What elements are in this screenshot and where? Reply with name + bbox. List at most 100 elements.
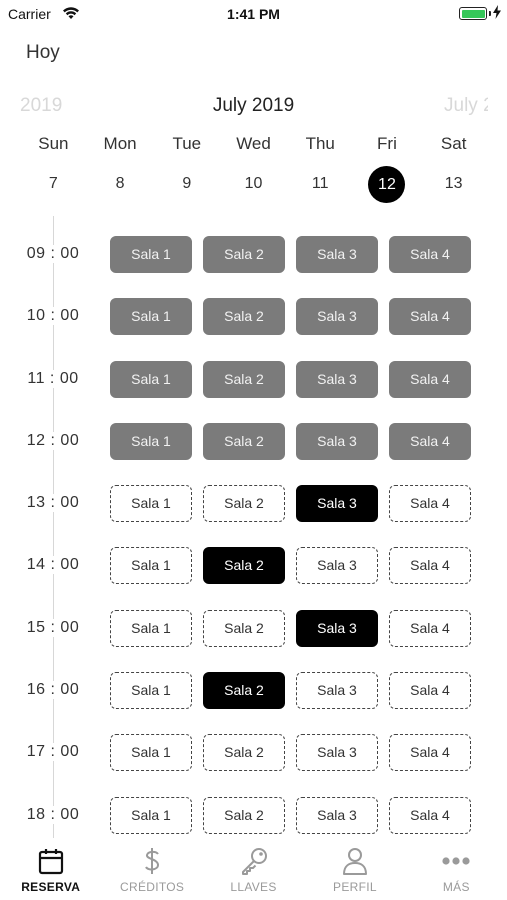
room-slot-available[interactable]: Sala 2 (203, 734, 285, 772)
charging-bolt-icon (493, 5, 501, 24)
time-slot-row: 18 : 00 Sala 1 Sala 2 Sala 3 Sala 4 (0, 796, 507, 859)
room-slot-available[interactable]: Sala 3 (296, 734, 378, 772)
carrier-label: Carrier (8, 6, 51, 22)
tab-label: LLAVES (230, 880, 277, 894)
tab-llaves[interactable]: LLAVES (203, 838, 304, 900)
room-slot-unavailable: Sala 4 (389, 236, 471, 273)
time-slot-row: 13 : 00 Sala 1 Sala 2 Sala 3 Sala 4 (0, 485, 507, 547)
month-selector: 2019 July 2019 July 2 (0, 95, 507, 119)
room-slot-available[interactable]: Sala 4 (389, 547, 471, 585)
time-label: 13 : 00 (20, 494, 86, 513)
room-slot-unavailable: Sala 1 (110, 298, 192, 336)
room-slot-available[interactable]: Sala 1 (110, 609, 192, 647)
room-slot-available[interactable]: Sala 1 (110, 485, 192, 523)
day-cell[interactable]: 11 (287, 168, 354, 202)
tab-mas[interactable]: MÁS (406, 838, 507, 900)
time-label: 14 : 00 (20, 556, 86, 575)
day-cell[interactable]: 13 (420, 168, 487, 202)
room-slot-unavailable: Sala 2 (203, 236, 285, 273)
time-slot-row: 17 : 00 Sala 1 Sala 2 Sala 3 Sala 4 (0, 734, 507, 796)
person-icon (342, 846, 368, 876)
time-label: 12 : 00 (20, 431, 86, 450)
room-slot-unavailable: Sala 3 (296, 422, 378, 460)
tab-label: PERFIL (333, 880, 377, 894)
weekday-label: Sat (440, 134, 467, 153)
room-slot-available[interactable]: Sala 4 (389, 734, 471, 772)
room-slot-unavailable: Sala 3 (296, 360, 378, 398)
room-slot-unavailable: Sala 1 (110, 422, 192, 460)
room-slot-available[interactable]: Sala 1 (110, 547, 192, 585)
current-month-label: July 2019 (212, 95, 295, 116)
tab-label: RESERVA (21, 880, 81, 894)
day-number: 13 (444, 175, 463, 192)
tab-reserva[interactable]: RESERVA (0, 838, 101, 900)
room-slot-booked[interactable]: Sala 2 (203, 672, 285, 710)
weekday-label: Fri (377, 134, 397, 153)
weekday-label: Mon (103, 134, 137, 153)
room-slot-unavailable: Sala 1 (110, 360, 192, 398)
time-slot-row: 14 : 00 Sala 1 Sala 2 Sala 3 Sala 4 (0, 547, 507, 609)
room-slot-available[interactable]: Sala 4 (389, 796, 471, 834)
tab-bar: RESERVA CRÉDITOS LLAVES PERFIL (0, 838, 507, 900)
day-cell[interactable]: 7 (20, 168, 87, 202)
room-slot-unavailable: Sala 4 (389, 298, 471, 336)
room-slot-unavailable: Sala 4 (389, 422, 471, 460)
battery-tip (489, 11, 491, 16)
day-cell-selected[interactable]: 12 (354, 166, 421, 203)
tab-label: MÁS (442, 880, 470, 894)
time-slot-row: 16 : 00 Sala 1 Sala 2 Sala 3 Sala 4 (0, 672, 507, 734)
day-number: 9 (182, 175, 192, 192)
tab-creditos[interactable]: CRÉDITOS (101, 838, 202, 900)
room-slot-available[interactable]: Sala 1 (110, 734, 192, 772)
day-cell[interactable]: 9 (153, 168, 220, 202)
room-slot-unavailable: Sala 2 (203, 422, 285, 460)
selected-day-number: 12 (368, 166, 406, 203)
time-label: 18 : 00 (20, 805, 86, 824)
more-icon (441, 846, 471, 876)
today-button[interactable]: Hoy (26, 42, 60, 63)
room-slot-available[interactable]: Sala 1 (110, 672, 192, 710)
room-slot-available[interactable]: Sala 2 (203, 609, 285, 647)
room-slot-available[interactable]: Sala 2 (203, 485, 285, 523)
room-slot-available[interactable]: Sala 2 (203, 796, 285, 834)
room-slot-available[interactable]: Sala 3 (296, 547, 378, 585)
previous-month-label[interactable]: 2019 (20, 95, 63, 116)
status-bar: Carrier 1:41 PM (0, 0, 507, 30)
room-slot-available[interactable]: Sala 4 (389, 609, 471, 647)
weekday-label: Sun (38, 134, 69, 153)
room-slot-unavailable: Sala 2 (203, 360, 285, 398)
time-label: 17 : 00 (20, 743, 86, 762)
battery-icon (459, 7, 487, 20)
room-slot-available[interactable]: Sala 4 (389, 485, 471, 523)
weekday-label: Wed (236, 134, 271, 153)
time-label: 16 : 00 (20, 681, 86, 700)
room-slot-unavailable: Sala 3 (296, 236, 378, 273)
room-slot-unavailable: Sala 2 (203, 298, 285, 336)
room-slot-booked[interactable]: Sala 3 (296, 609, 378, 647)
room-schedule: 09 : 00 Sala 1 Sala 2 Sala 3 Sala 4 10 : 00 Sa… (0, 236, 507, 859)
room-slot-available[interactable]: Sala 3 (296, 672, 378, 710)
day-cell[interactable]: 10 (220, 168, 287, 202)
tab-label: CRÉDITOS (120, 880, 185, 894)
week-days-row: 7 8 9 10 11 12 13 (20, 166, 487, 203)
next-month-label[interactable]: July 2 (444, 95, 488, 116)
timeline-line (53, 216, 54, 840)
time-label: 11 : 00 (20, 369, 86, 388)
key-icon (239, 846, 269, 876)
time-label: 10 : 00 (20, 307, 86, 326)
day-number: 10 (244, 175, 263, 192)
room-slot-available[interactable]: Sala 3 (296, 796, 378, 834)
day-cell[interactable]: 8 (87, 168, 154, 202)
time-slot-row: 12 : 00 Sala 1 Sala 2 Sala 3 Sala 4 (0, 422, 507, 485)
day-number: 11 (311, 175, 329, 192)
room-slot-booked[interactable]: Sala 3 (296, 485, 378, 523)
room-slot-available[interactable]: Sala 1 (110, 796, 192, 834)
room-slot-booked[interactable]: Sala 2 (203, 547, 285, 585)
tab-perfil[interactable]: PERFIL (304, 838, 405, 900)
status-time: 1:41 PM (227, 6, 280, 22)
time-label: 09 : 00 (20, 245, 86, 263)
room-slot-available[interactable]: Sala 4 (389, 672, 471, 710)
time-label: 15 : 00 (20, 618, 86, 637)
weekday-header: Sun Mon Tue Wed Thu Fri Sat (20, 134, 487, 154)
